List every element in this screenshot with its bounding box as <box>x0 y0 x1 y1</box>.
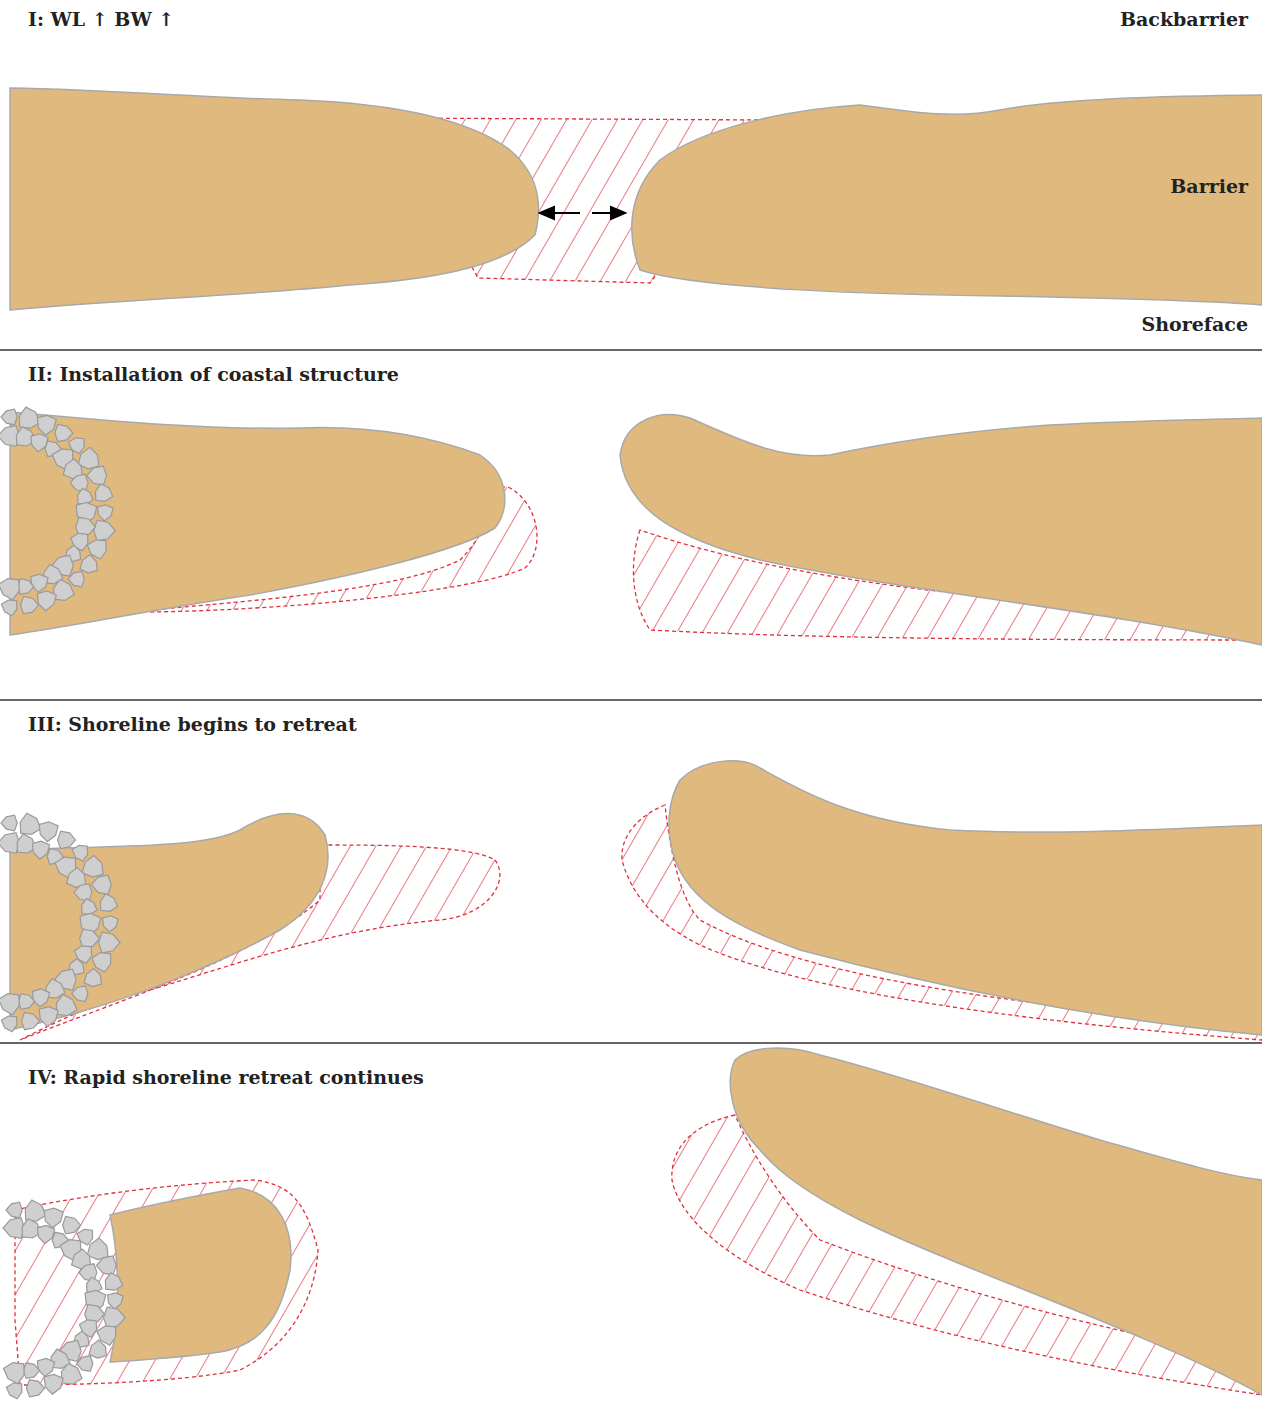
arrow-head <box>540 207 554 219</box>
rock <box>78 488 93 504</box>
barrier-island <box>10 814 328 1030</box>
rock <box>1 409 17 425</box>
rock <box>18 579 34 595</box>
rock <box>3 1218 25 1239</box>
rock <box>6 1383 22 1399</box>
rock <box>1 1016 17 1032</box>
barrier-island <box>730 1048 1262 1395</box>
rock <box>89 1340 106 1358</box>
barrier-island <box>669 761 1262 1035</box>
rock <box>27 1380 45 1397</box>
rock <box>18 994 34 1010</box>
panel-divider <box>0 349 1262 351</box>
rock <box>21 597 39 614</box>
rock <box>100 894 117 912</box>
rock <box>108 1293 124 1309</box>
rock <box>31 574 48 592</box>
rock <box>104 1307 126 1328</box>
rock <box>22 1012 40 1029</box>
panel-heading: IV: Rapid shoreline retreat continues <box>28 1066 424 1089</box>
rock <box>58 831 76 848</box>
rock <box>37 1359 54 1377</box>
arrow-head <box>611 207 625 219</box>
rock <box>55 424 73 441</box>
zone-label: Backbarrier <box>1120 8 1248 31</box>
rock <box>70 474 88 491</box>
rock <box>6 1202 22 1218</box>
barrier-island <box>110 1188 291 1362</box>
barrier-island <box>10 88 539 310</box>
rock <box>23 1363 39 1379</box>
panel-divider <box>0 1042 1262 1044</box>
rock <box>82 856 103 878</box>
rock <box>87 1238 108 1260</box>
barrier-island <box>10 412 505 635</box>
rock <box>94 520 116 541</box>
coastal-structure <box>0 407 125 1399</box>
rock <box>91 875 111 894</box>
rock <box>37 416 56 436</box>
rock <box>99 932 121 953</box>
barrier-island <box>620 415 1262 645</box>
rock <box>0 579 19 600</box>
rock <box>103 916 119 932</box>
rock <box>0 994 19 1015</box>
rock <box>1 815 17 831</box>
rock <box>1 600 17 616</box>
rock <box>105 1273 122 1291</box>
rock <box>39 822 58 842</box>
rock <box>56 994 77 1015</box>
rock <box>20 813 41 834</box>
rock <box>72 986 88 1002</box>
rock <box>44 1374 63 1394</box>
rock <box>37 591 56 611</box>
zone-label: Shoreface <box>1142 313 1248 336</box>
rock <box>74 884 92 901</box>
rock <box>25 1200 46 1221</box>
zone-label: Barrier <box>1170 175 1248 198</box>
rock <box>80 555 97 573</box>
rock <box>39 1007 58 1027</box>
rock <box>96 484 113 502</box>
rock <box>82 899 98 915</box>
rock <box>98 505 114 521</box>
rock <box>87 466 107 485</box>
rock <box>4 1363 25 1384</box>
panel-heading: I: WL ↑ BW ↑ <box>28 8 174 31</box>
eroded-area <box>15 1180 318 1385</box>
rock <box>63 1217 81 1234</box>
rock <box>44 1208 63 1228</box>
panel-divider <box>0 699 1262 701</box>
rock <box>80 929 100 948</box>
rock <box>84 969 101 987</box>
panel-heading: II: Installation of coastal structure <box>28 363 399 386</box>
rock <box>96 1256 116 1275</box>
rock <box>32 989 49 1007</box>
panel-heading: III: Shoreline begins to retreat <box>28 713 357 736</box>
barrier-island <box>632 95 1262 305</box>
